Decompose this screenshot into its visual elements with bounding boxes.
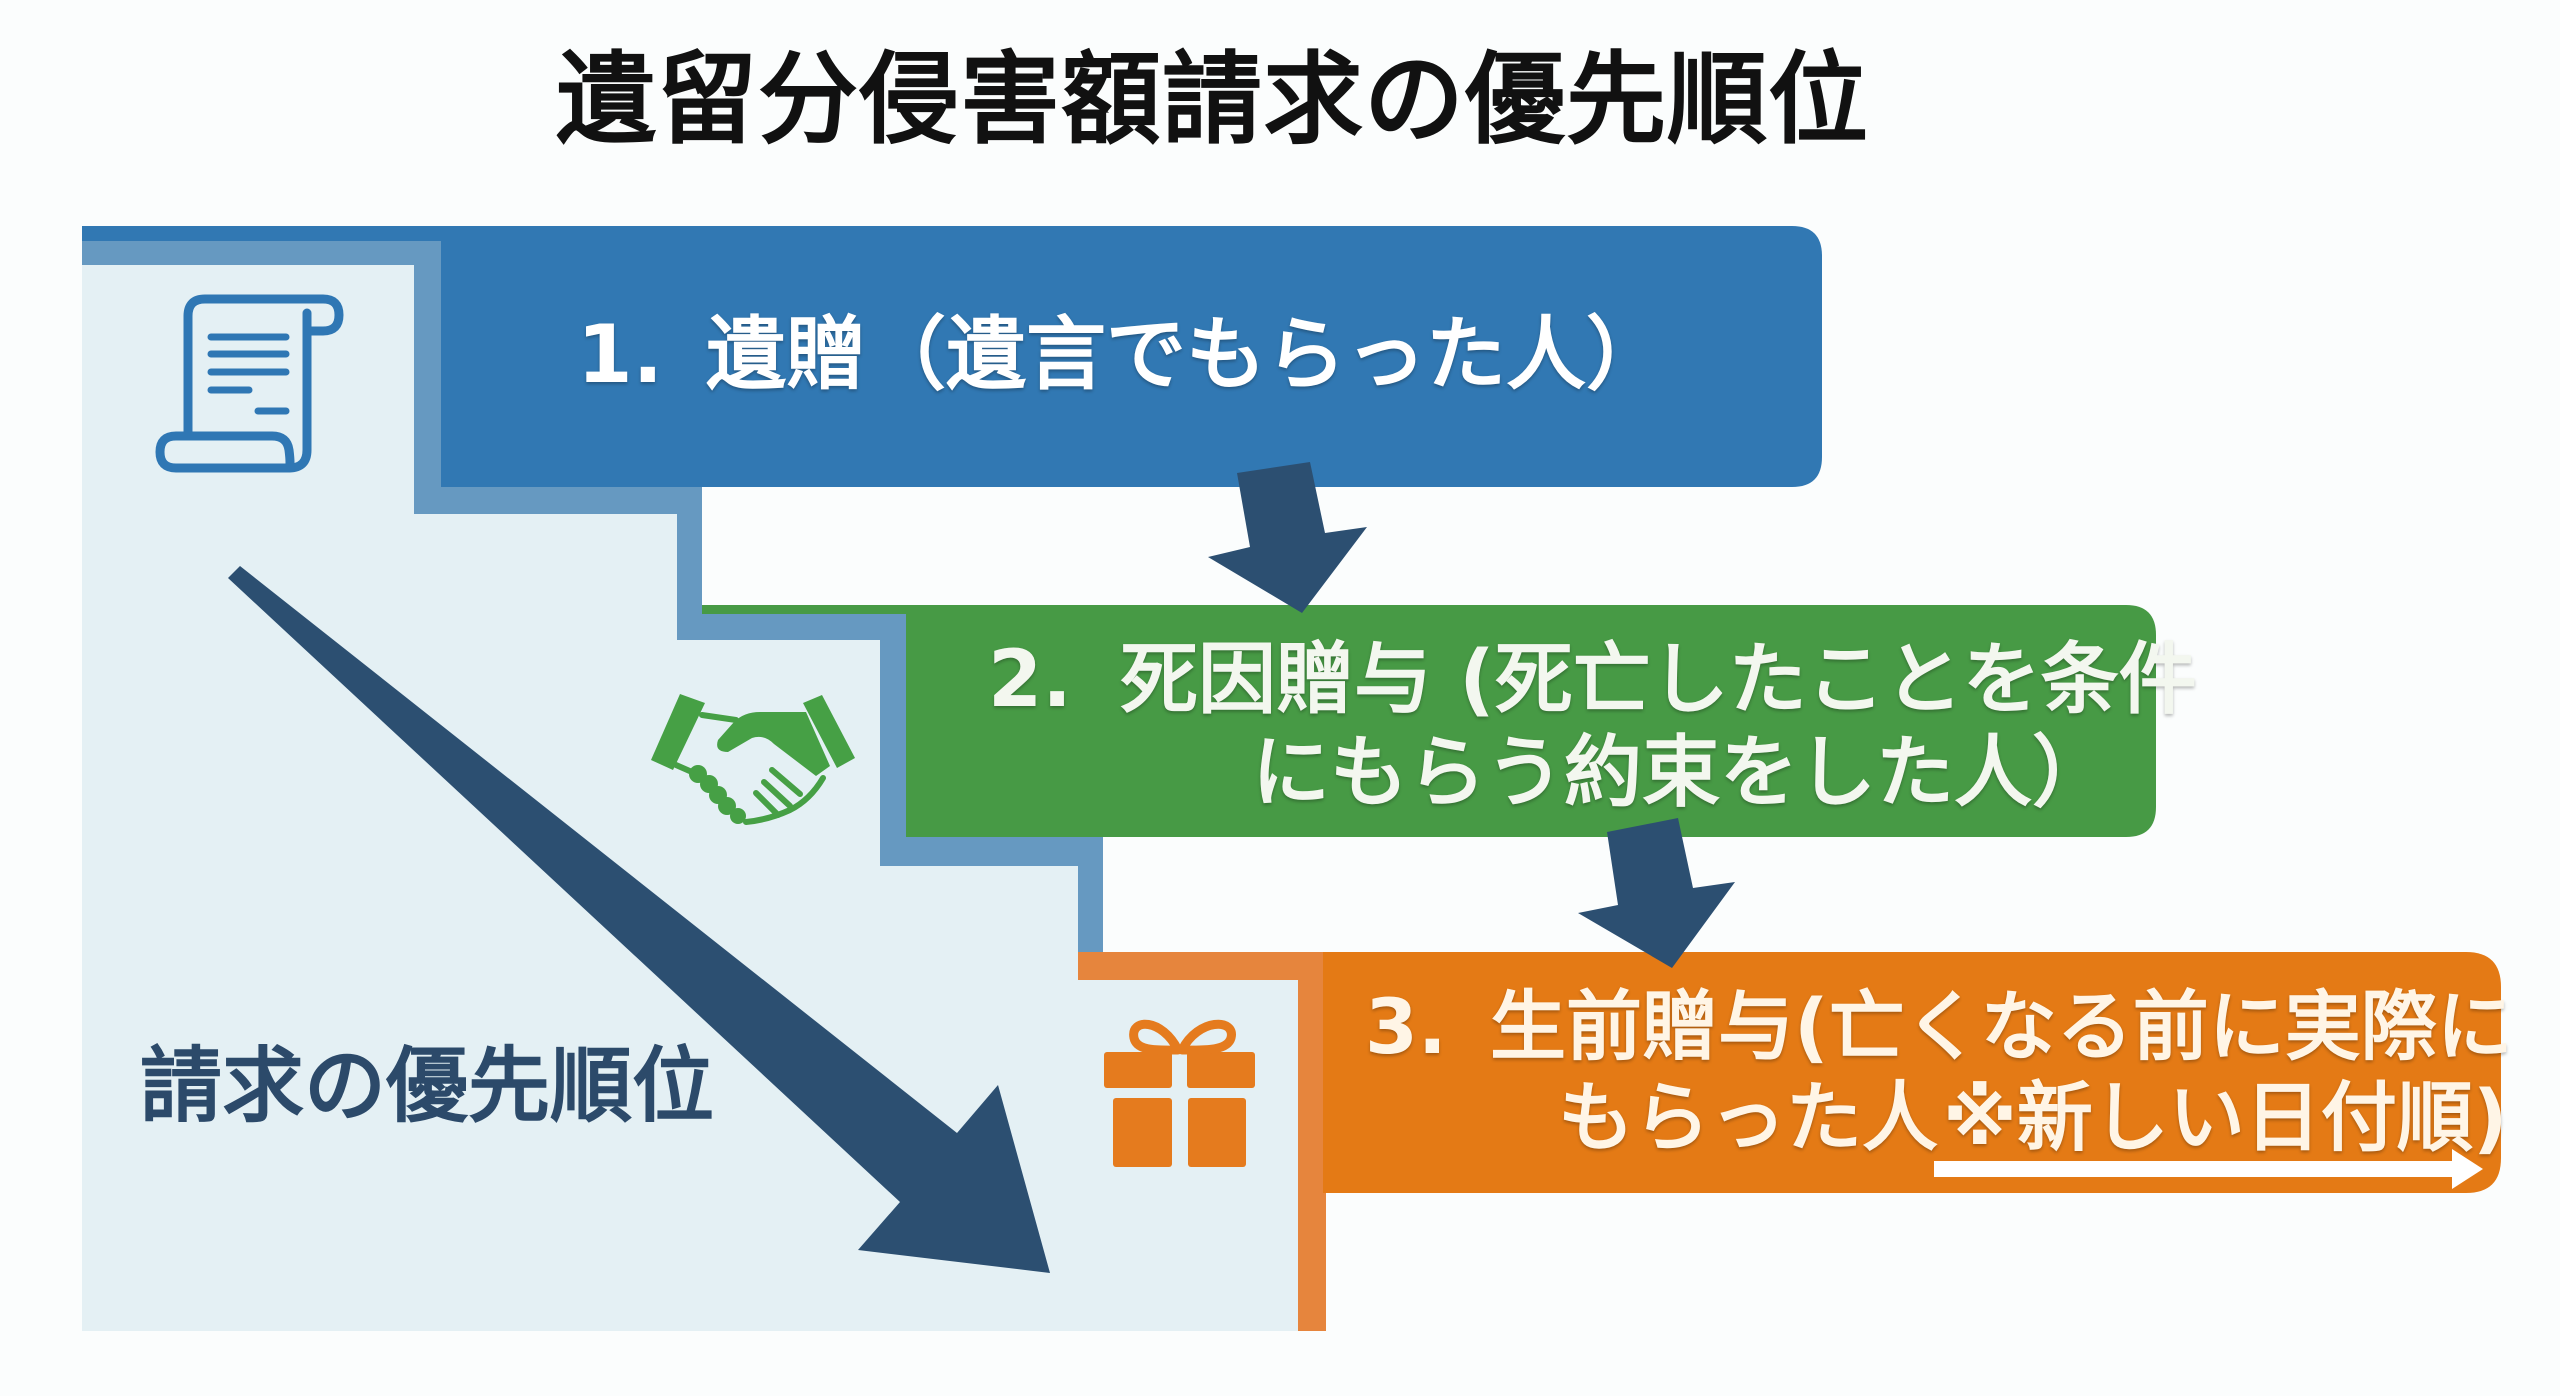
- step3-note: ※新しい日付順): [1943, 1073, 2508, 1162]
- step1-text-line1: 遺贈（遺言でもらった人）: [706, 308, 1666, 401]
- step3-top-band: [1078, 952, 1326, 980]
- step1-top-band: [82, 226, 444, 241]
- priority-diagonal-arrow: [228, 566, 1050, 1273]
- step2-top-stripe: [702, 605, 908, 614]
- step3-box: [1323, 952, 2501, 1193]
- step3-text-line2: もらった人: [1558, 1073, 1938, 1162]
- staircase-panel: [82, 265, 1298, 1331]
- handshake-icon: [651, 694, 855, 825]
- step3-text-line1: 生前贈与(亡くなる前に実際に: [1490, 982, 2513, 1071]
- stair-border-segment: [677, 614, 909, 640]
- date-order-arrow-head: [2452, 1149, 2483, 1189]
- step2-number: 2.: [988, 635, 1072, 725]
- page-title: 遺留分侵害額請求の優先順位: [556, 41, 1869, 158]
- step2-text-line2: にもらう約束をした人）: [1252, 728, 2111, 818]
- stair-border-segment: [880, 614, 909, 866]
- gift-icon: [1104, 1019, 1255, 1167]
- stair-border-segment: [82, 241, 444, 265]
- scroll-icon: [155, 294, 344, 473]
- step2-text-line1: 死因贈与 (死亡したことを条件: [1120, 635, 2197, 725]
- stair-border: [82, 241, 1103, 955]
- down-arrow-1-to-2: [1208, 462, 1367, 613]
- step3-number: 3.: [1365, 982, 1447, 1071]
- date-order-arrow-shaft: [1934, 1161, 2456, 1177]
- stair-border-segment: [414, 241, 444, 514]
- step2-box: [906, 605, 2156, 837]
- step1-number: 1.: [577, 308, 664, 401]
- stair-border-segment: [414, 485, 702, 514]
- stair-border-segment: [1078, 835, 1103, 955]
- step1-box: [441, 226, 1822, 487]
- date-order-arrow: [1934, 1149, 2483, 1189]
- step3-side-strip: [1298, 952, 1326, 1331]
- down-arrow-2-to-3: [1578, 818, 1735, 968]
- priority-label: 請求の優先順位: [140, 1039, 715, 1134]
- stair-border-segment: [880, 835, 1103, 866]
